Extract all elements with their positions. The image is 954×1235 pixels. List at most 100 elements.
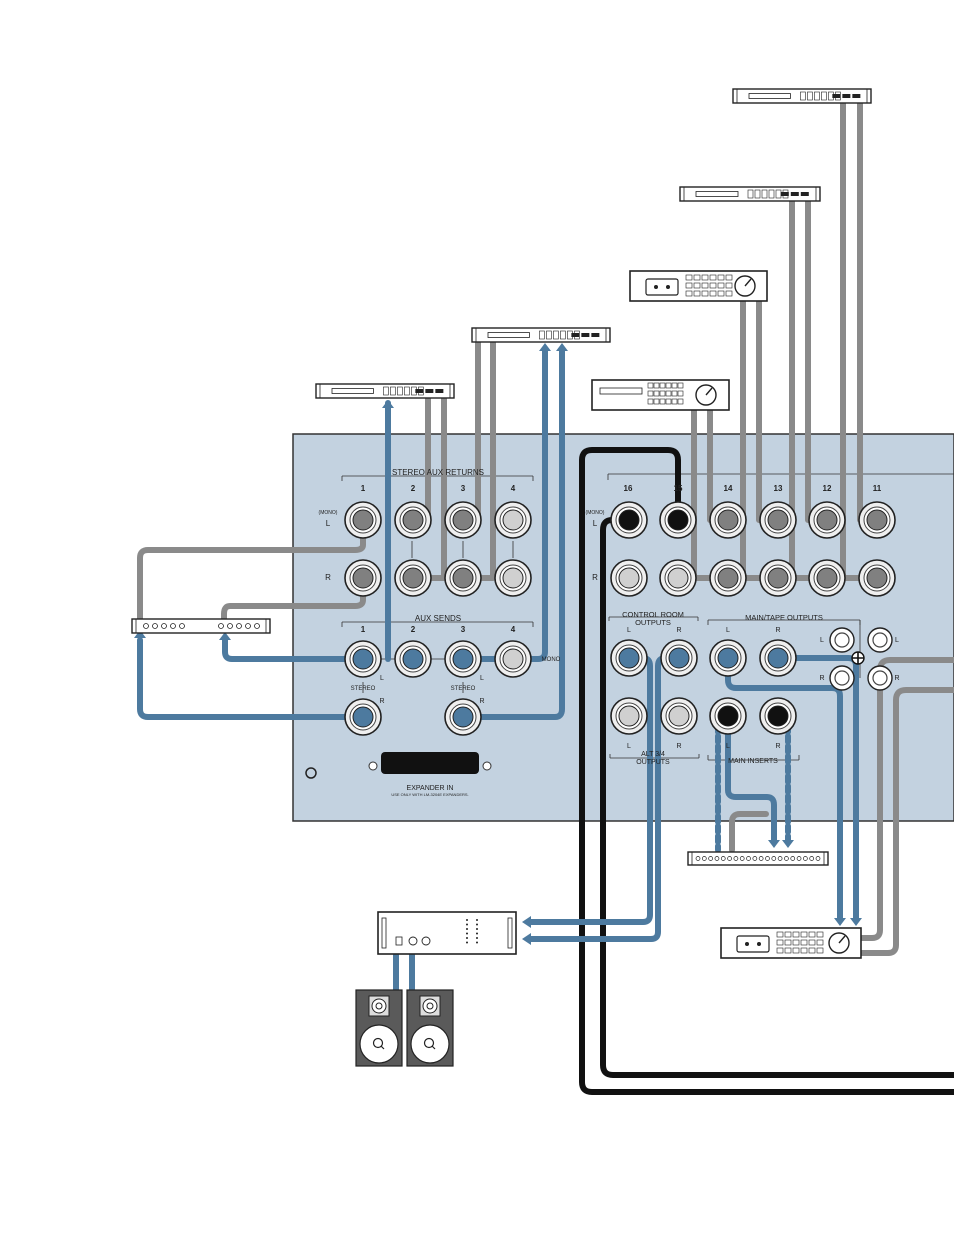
- insert-left-label: L: [726, 743, 730, 750]
- effects-unit-5-button-2: [553, 330, 559, 340]
- return-jack-7: [502, 567, 524, 589]
- arrow-cr-right: [522, 933, 531, 945]
- effects-unit-4-key-2-2: [659, 398, 666, 405]
- speaker-right-woofer: [410, 1024, 450, 1064]
- graphic-eq-unit-knob-8: [746, 856, 751, 861]
- channel-jack-2: [717, 509, 739, 531]
- send-number-3: 3: [461, 625, 466, 634]
- effects-unit-4-key-0-3: [665, 382, 672, 389]
- submixer-unit-knob-b-4: [254, 623, 260, 629]
- dynamics-processor-key-1-1: [784, 939, 792, 946]
- graphic-eq-unit: [687, 851, 829, 866]
- effects-unit-3-key-0-1: [693, 274, 701, 281]
- effects-unit-2-button-2: [761, 189, 768, 199]
- effects-unit-3-key-0-5: [725, 274, 733, 281]
- effects-unit-3-key-1-2: [701, 282, 709, 289]
- output-jack-0: [618, 647, 640, 669]
- rca-left-label: L: [820, 637, 824, 644]
- channel-jack-1: [667, 509, 689, 531]
- graphic-eq-unit-knob-15: [790, 856, 796, 861]
- return-jack-4: [352, 567, 374, 589]
- effects-unit-3-key-1-5: [725, 282, 733, 289]
- amp-led-a-2: [466, 928, 468, 930]
- effects-unit-5-button-3: [560, 330, 566, 340]
- submixer-unit-knob-a-0: [143, 623, 149, 629]
- speaker-right-woofer-cap: [423, 1037, 435, 1049]
- effects-unit-4-key-0-0: [647, 382, 654, 389]
- send-jack-4: [352, 706, 374, 728]
- graphic-eq-unit-knob-17: [803, 856, 808, 861]
- submixer-unit-knob-b-3: [245, 623, 251, 629]
- arrow-insert-left: [768, 840, 780, 848]
- channel-jack-6: [618, 567, 640, 589]
- dynamics-processor-power-pin-b: [757, 942, 761, 946]
- dynamics-processor-key-1-2: [792, 939, 800, 946]
- control-room-outputs-label: OUTPUTS: [635, 618, 671, 627]
- sum-node-plus: [852, 652, 864, 664]
- effects-unit-4-key-1-2: [659, 390, 666, 397]
- channel-jack-5: [866, 509, 888, 531]
- amp-led-b-0: [476, 919, 478, 921]
- effects-unit-3-key-2-5: [725, 290, 733, 297]
- arrow-cr-left: [522, 916, 531, 928]
- effects-unit-6-button-2: [397, 386, 403, 396]
- channel-jack-11: [866, 567, 888, 589]
- top-effects-unit-button-3: [821, 91, 827, 101]
- cable-send-3-right: [460, 347, 565, 720]
- graphic-eq-unit-knob-0: [695, 856, 701, 861]
- channel-number-14: 14: [724, 484, 733, 493]
- return-number-2: 2: [411, 484, 416, 493]
- return-jack-2: [452, 509, 474, 531]
- effects-unit-4-key-1-4: [671, 390, 678, 397]
- effects-unit-4-knob-pointer: [705, 387, 713, 396]
- send-jack-1: [402, 648, 424, 670]
- effects-unit-2-led-2: [800, 192, 809, 196]
- graphic-eq-unit-knob-4: [720, 856, 726, 861]
- expander-in-label: EXPANDER IN: [407, 785, 454, 792]
- amp-handle-left: [381, 917, 387, 949]
- effects-unit-3-key-1-1: [693, 282, 701, 289]
- submixer-unit-knob-b-2: [236, 623, 242, 629]
- rca-jack-inner-3: [872, 670, 888, 686]
- return-number-1: 1: [361, 484, 366, 493]
- effects-unit-3-key-2-0: [685, 290, 693, 297]
- amp-gain-knob-left: [408, 936, 418, 946]
- effects-unit-2-button-1: [754, 189, 761, 199]
- channel-number-11: 11: [873, 484, 882, 493]
- effects-unit-6-button-1: [390, 386, 396, 396]
- graphic-eq-unit-knob-11: [765, 856, 770, 861]
- effects-unit-3-key-2-3: [709, 290, 717, 297]
- dynamics-processor-key-1-3: [800, 939, 808, 946]
- send-3-stereo-label: STEREO: [451, 686, 476, 692]
- graphic-eq-unit-knob-6: [733, 856, 739, 861]
- graphic-eq-unit-knob-5: [727, 856, 732, 861]
- top-effects-unit-led-0: [832, 94, 841, 98]
- graphic-eq-unit-knob-16: [796, 856, 802, 861]
- graphic-eq-unit-knob-18: [809, 856, 815, 861]
- dynamics-processor-key-0-3: [800, 931, 808, 938]
- channel-jack-7: [667, 567, 689, 589]
- channels-left-label: L: [593, 519, 598, 528]
- effects-unit-6-led-2: [435, 389, 444, 393]
- top-effects-unit-button-1: [807, 91, 813, 101]
- effects-unit-3-key-2-4: [717, 290, 725, 297]
- effects-unit-6-display: [331, 388, 374, 394]
- speaker-left-woofer-cap: [372, 1037, 384, 1049]
- channel-jack-3: [767, 509, 789, 531]
- top-effects-unit-button-0: [800, 91, 806, 101]
- dynamics-processor-power-pin-a: [745, 942, 749, 946]
- channel-jack-10: [816, 567, 838, 589]
- dynamics-processor-key-2-0: [776, 947, 784, 954]
- graphic-eq-unit-knob-1: [701, 856, 707, 861]
- return-jack-3: [502, 509, 524, 531]
- effects-unit-3-knob-pointer: [744, 278, 752, 287]
- dynamics-processor-key-1-4: [808, 939, 816, 946]
- effects-unit-5-led-2: [591, 333, 600, 337]
- speaker-left-woofer: [359, 1024, 399, 1064]
- channel-jack-0: [618, 509, 640, 531]
- returns-left-label: L: [326, 519, 331, 528]
- effects-unit-2-led-1: [790, 192, 799, 196]
- graphic-eq-unit-knob-10: [758, 856, 764, 861]
- dynamics-processor-key-2-3: [800, 947, 808, 954]
- top-effects-unit-led-1: [842, 94, 851, 98]
